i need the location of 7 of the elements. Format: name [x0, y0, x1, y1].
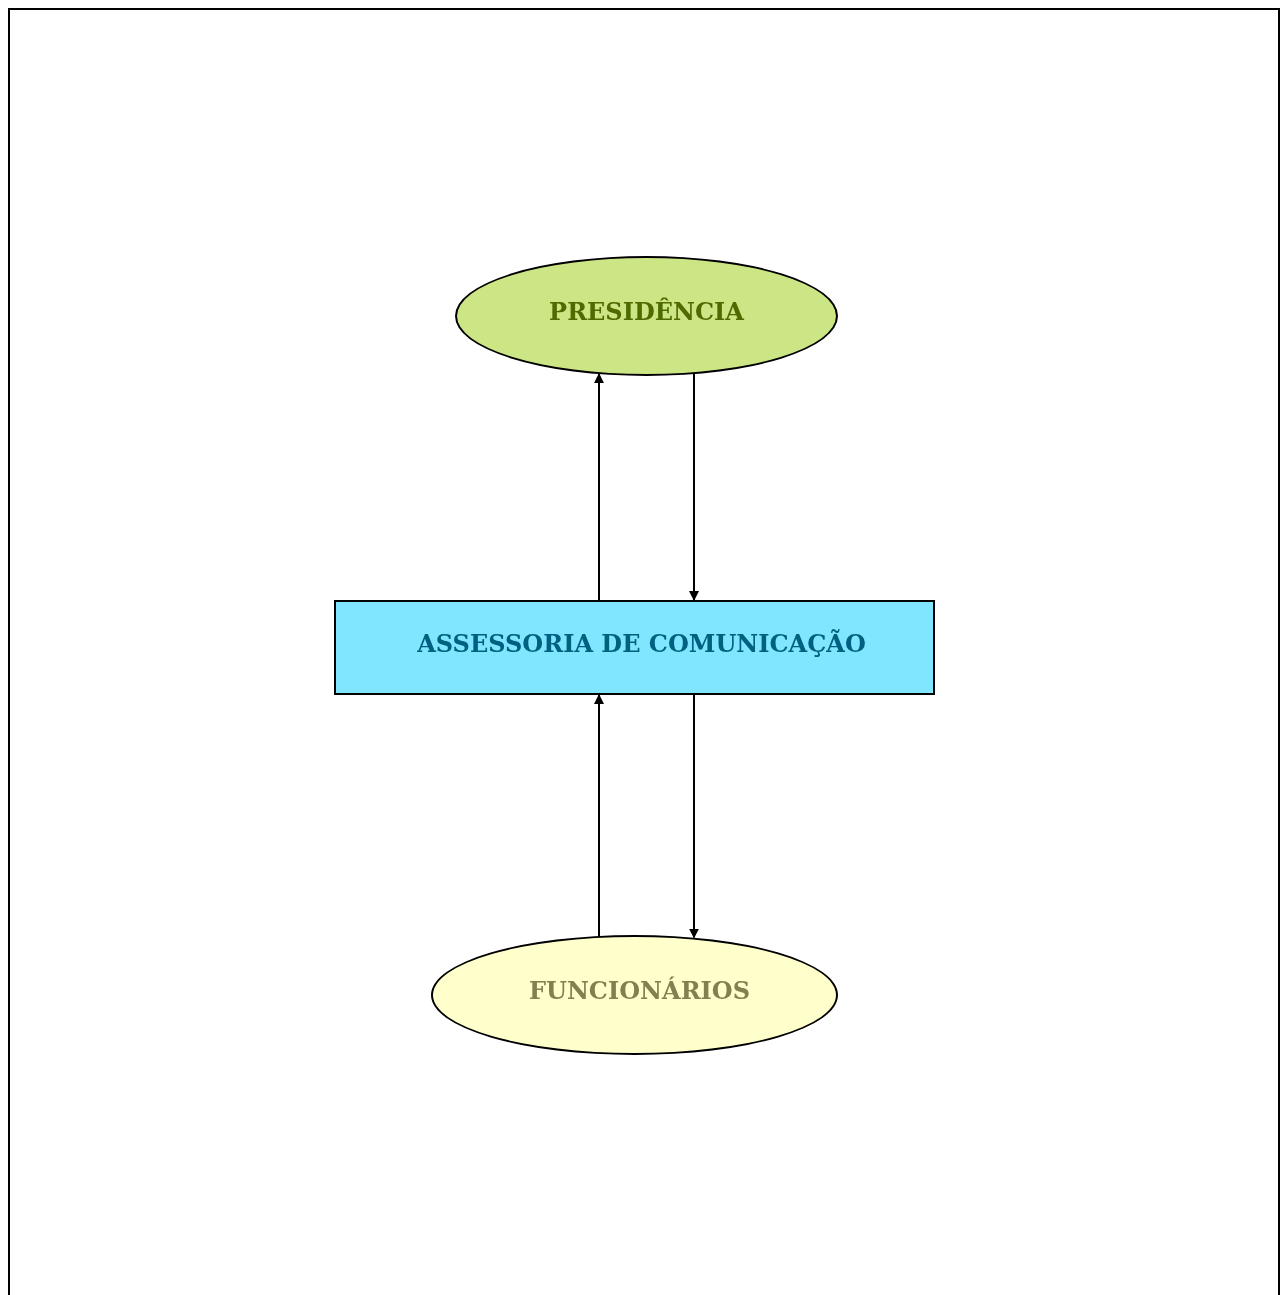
node-label: ASSESSORIA DE COMUNICAÇÃO [417, 627, 866, 660]
arrow [594, 694, 604, 937]
process-box [334, 600, 935, 695]
arrow [594, 373, 604, 601]
node-label: PRESIDÊNCIA [549, 296, 744, 328]
node-label: FUNCIONÁRIOS [528, 975, 751, 1007]
arrow [689, 373, 699, 601]
